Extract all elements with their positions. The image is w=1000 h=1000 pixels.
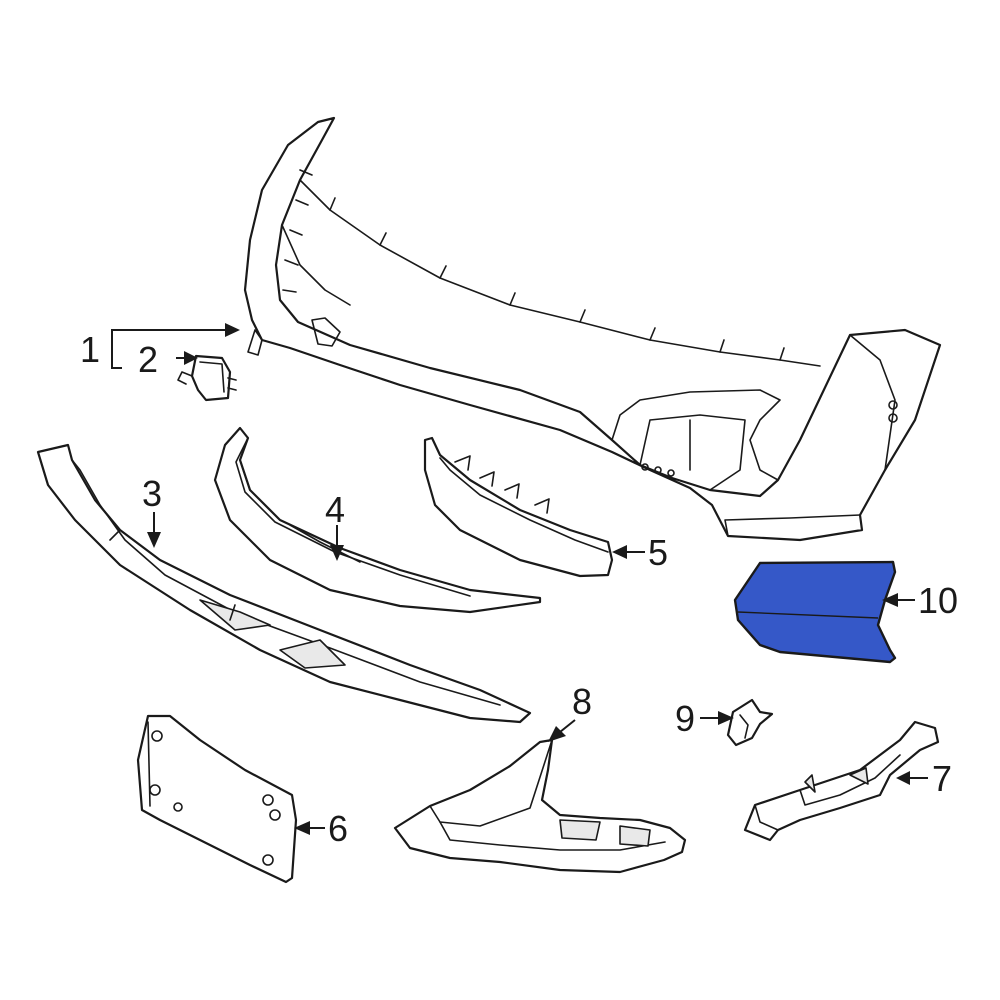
license-plate-bracket-part-6[interactable] — [136, 714, 298, 884]
callout-9: 9 — [675, 698, 695, 739]
leader-1 — [111, 329, 225, 350]
callout-2: 2 — [138, 339, 158, 380]
callout-5: 5 — [648, 532, 668, 573]
callout-labels: 1 2 3 4 5 6 7 8 9 10 — [80, 329, 958, 849]
leader-8 — [559, 719, 576, 733]
callout-7: 7 — [932, 758, 952, 799]
callout-1: 1 — [80, 329, 100, 370]
bumper-cover-part[interactable] — [243, 116, 942, 542]
callout-4: 4 — [325, 489, 345, 530]
lower-valance-part-3[interactable] — [36, 443, 532, 724]
callout-8: 8 — [572, 681, 592, 722]
side-bracket-part-7[interactable] — [743, 720, 940, 842]
grille-insert-part-5[interactable] — [423, 436, 614, 578]
clip-part-9[interactable] — [726, 698, 774, 747]
callout-leaders — [111, 323, 928, 835]
molding-part-4[interactable] — [213, 426, 542, 614]
callout-6: 6 — [328, 808, 348, 849]
leader-1-2 — [111, 350, 122, 369]
trim-panel-part-10[interactable] — [733, 560, 897, 664]
callout-3: 3 — [142, 473, 162, 514]
callout-10: 10 — [918, 580, 958, 621]
absorber-part-8[interactable] — [393, 738, 687, 874]
bracket-part-2[interactable] — [177, 354, 237, 402]
